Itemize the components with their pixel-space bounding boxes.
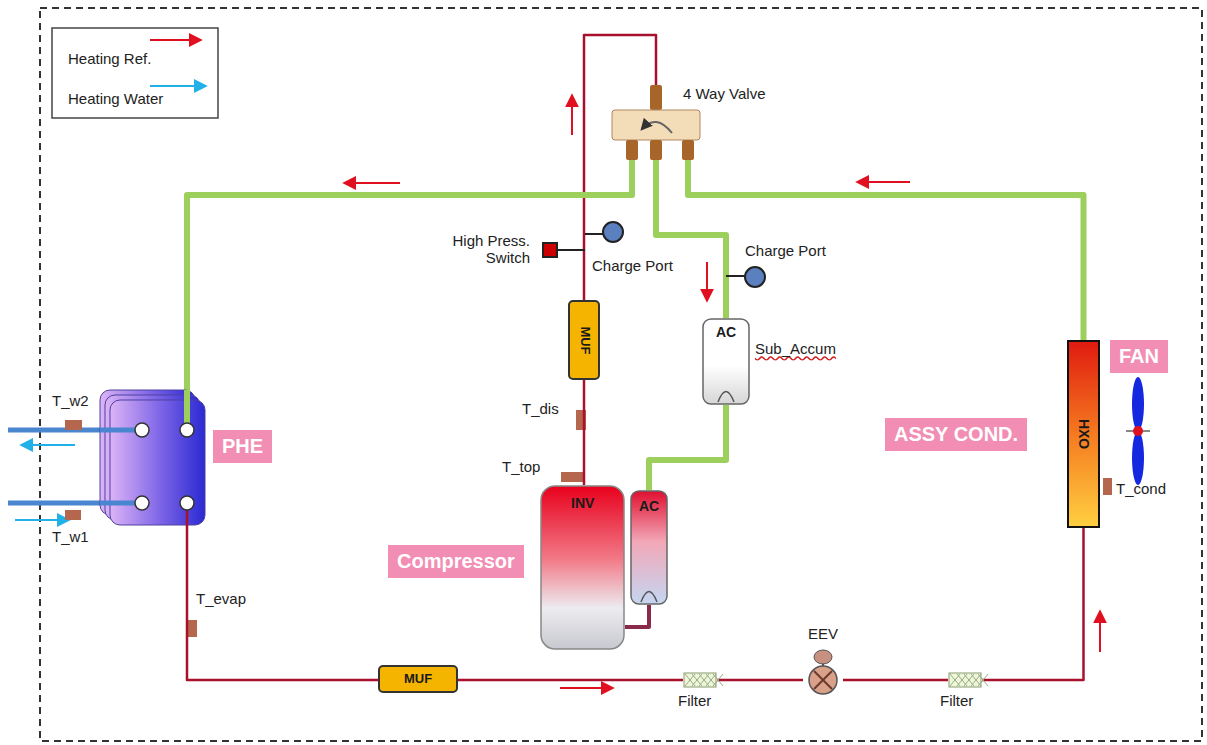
- filter-shape: [948, 672, 982, 688]
- outer-frame: [40, 8, 1202, 741]
- component-label: HXO: [1076, 419, 1092, 449]
- muffler: MUF: [568, 300, 600, 380]
- sensor-label: T_w1: [52, 528, 89, 545]
- filter-shape: [683, 672, 717, 688]
- high-pressure-switch: [543, 243, 585, 257]
- condenser: HXOASSY COND.: [1067, 340, 1100, 528]
- charge-port: [726, 267, 765, 287]
- component-tag: PHE: [213, 430, 272, 463]
- component-tag: Compressor: [388, 545, 524, 578]
- component-label: INV: [571, 495, 594, 511]
- switch-label: High Press. Switch: [438, 232, 530, 267]
- refrigerant-pipe: [187, 530, 378, 680]
- sensor-label: T_evap: [196, 590, 246, 607]
- refrigerant-pipe: [458, 679, 683, 682]
- component-label: 4 Way Valve: [683, 85, 766, 102]
- legend-text: Heating Ref.: [68, 50, 151, 67]
- fan-symbol: [1126, 377, 1150, 485]
- compressor: INVCompressor: [540, 485, 625, 650]
- refrigerant-pipe: [625, 605, 649, 627]
- refrigerant-pipe: [843, 679, 948, 682]
- component-tag: ASSY COND.: [885, 418, 1027, 451]
- water-lines: [8, 430, 110, 520]
- port-label: Charge Port: [745, 242, 826, 259]
- flow-arrows: [345, 96, 1100, 688]
- plate-heat-exchanger: PHE: [100, 390, 215, 530]
- sub-accumulator: ACSub_Accum: [702, 318, 750, 405]
- legend-text: Heating Water: [68, 90, 163, 107]
- plate-heat-exchanger-shape: [100, 390, 215, 530]
- refrigerant-pipe: [982, 528, 1084, 680]
- component-label: MUF: [577, 326, 592, 354]
- component-label: Sub_Accum: [755, 340, 836, 357]
- refrigerant-pipe: [583, 380, 586, 485]
- component-label: Filter: [940, 692, 973, 709]
- sensor-label: T_dis: [522, 400, 559, 417]
- component-label: AC: [639, 498, 659, 514]
- legend-box: [52, 28, 218, 118]
- expansion-valve: EEV: [803, 625, 843, 697]
- component-label: AC: [716, 324, 736, 340]
- port-label: Charge Port: [592, 257, 673, 274]
- filter: Filter: [683, 672, 717, 688]
- charge-port: [585, 222, 623, 242]
- refrigerant-pipe: [717, 679, 803, 682]
- sensor-label: T_cond: [1116, 480, 1166, 497]
- component-label: EEV: [808, 625, 838, 642]
- refrigerant-pipe: [187, 160, 632, 390]
- filter: Filter: [948, 672, 982, 688]
- muffler: MUF: [378, 665, 458, 693]
- component-label: Filter: [678, 692, 711, 709]
- sensor-label: T_top: [502, 458, 540, 475]
- four-way-valve: 4 Way Valve: [612, 85, 700, 160]
- fan-tag: FAN: [1110, 340, 1168, 373]
- refrigerant-pipe: [649, 405, 726, 490]
- component-label: MUF: [404, 672, 432, 687]
- compressor-accumulator: AC: [630, 490, 668, 605]
- sensor-label: T_w2: [52, 392, 89, 409]
- refrigerant-pipe: [688, 160, 1084, 340]
